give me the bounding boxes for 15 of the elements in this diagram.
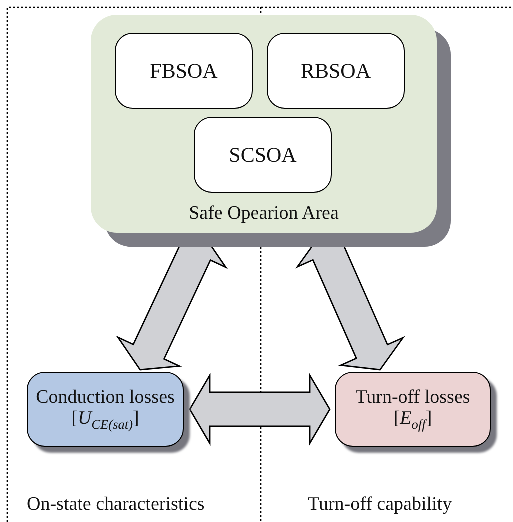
process-box [267,33,405,109]
process-box [335,372,491,447]
process-box [27,372,184,447]
box-label: RBSOA [300,58,372,84]
double-arrow [189,372,331,446]
area-panel [91,15,437,233]
process-box [194,117,332,193]
panel-title: Safe Opearion Area [188,203,340,225]
box-label: Conduction losses [U$_{CE(sat)}$] [35,386,176,432]
box-label: Turn-off losses [E$_{off}$] [354,386,472,432]
process-box [115,33,253,109]
box-label: SCSOA [228,142,298,168]
column-caption: Turn-off capability [308,494,452,516]
box-label: FBSOA [149,58,219,84]
column-caption: On-state characteristics [27,494,205,516]
